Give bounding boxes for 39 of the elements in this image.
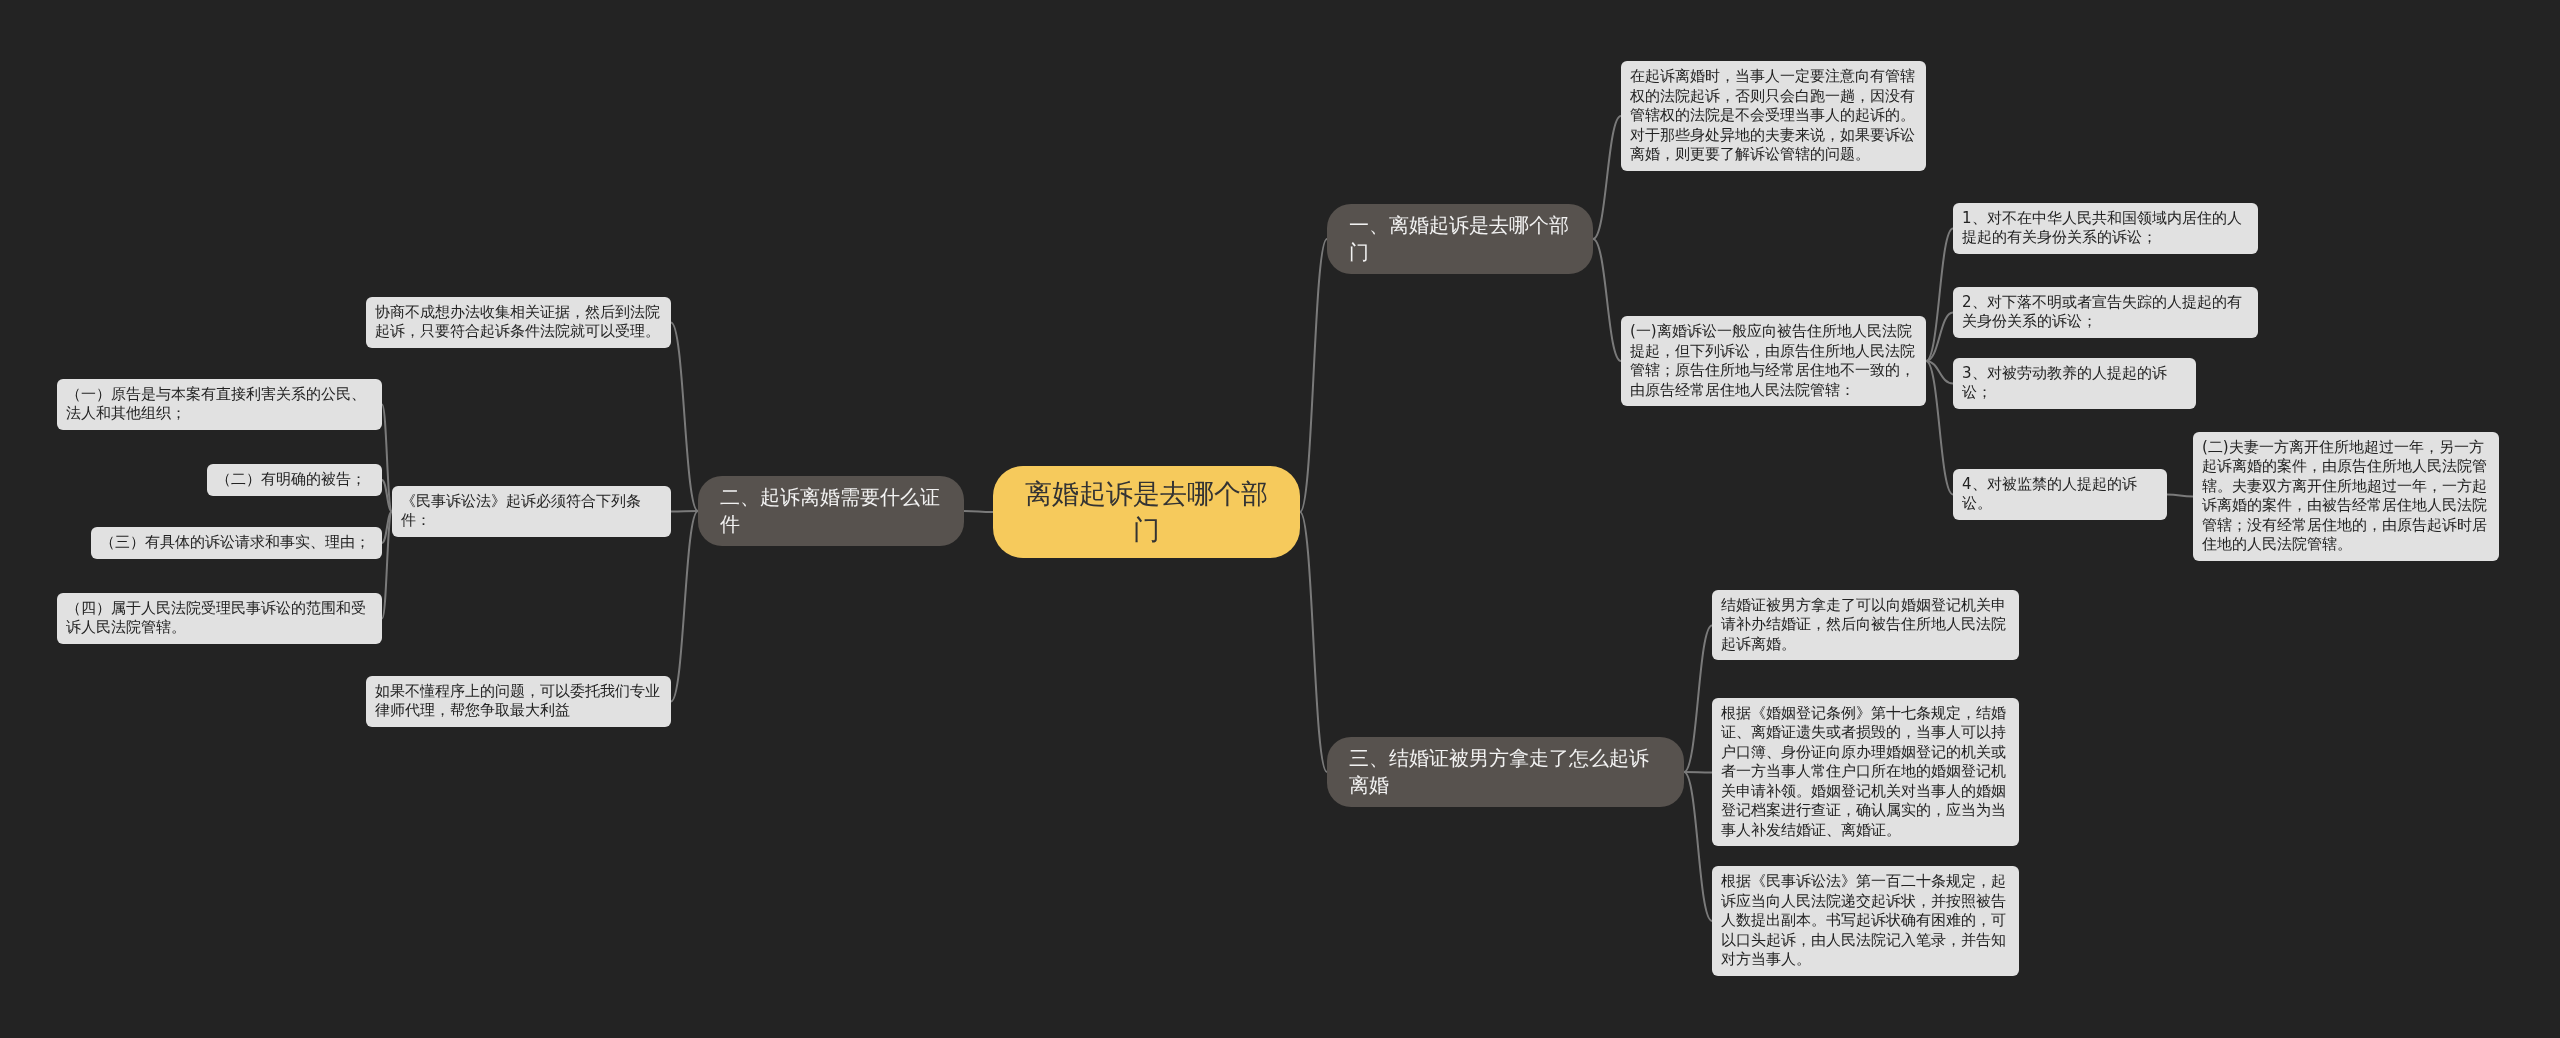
topic-box: 一、离婚起诉是去哪个部门 [1327, 204, 1593, 274]
connector-line [670, 321, 699, 512]
connector-line [2166, 493, 2194, 498]
connector-line [1925, 227, 1954, 362]
text-box: 根据《婚姻登记条例》第十七条规定，结婚证、离婚证遗失或者损毁的，当事人可以持户口簿、身份证向原办理婚姻登记的机关或者一方当事人常住户口所在地的婚姻登记机关申请补领。婚姻登记机关对当事人的婚姻登记档案进行查证，确认属实的，应当为当事人补发结婚证、离婚证。 [1712, 697, 2019, 846]
connector-line [670, 510, 699, 703]
text-box: 《民事诉讼法》起诉必须符合下列条件： [392, 485, 671, 537]
connector-line [1683, 624, 1713, 773]
text-box: 根据《民事诉讼法》第一百二十条规定，起诉应当向人民法院递交起诉状，并按照被告人数提出副本。书写起诉状确有困难的，可以口头起诉，由人民法院记入笔录，并告知对方当事人。 [1712, 866, 2019, 976]
text-box: 结婚证被男方拿走了可以向婚姻登记机关申请补办结婚证，然后向被告住所地人民法院起诉离婚。 [1712, 589, 2019, 660]
text-box: 2、对下落不明或者宣告失踪的人提起的有关身份关系的诉讼； [1953, 286, 2258, 338]
text-box: 在起诉离婚时，当事人一定要注意向有管辖权的法院起诉，否则只会白跑一趟，因没有管辖权的法院是不会受理当事人的起诉的。对于那些身处异地的夫妻来说，如果要诉讼离婚，则更要了解诉讼管辖的问题。 [1621, 61, 1926, 171]
text-box: （四）属于人民法院受理民事诉讼的范围和受诉人民法院管辖。 [57, 592, 382, 644]
connector-line [1925, 360, 1954, 385]
topic-box: 二、起诉离婚需要什么证件 [698, 476, 964, 546]
connector-line [381, 510, 393, 544]
connector-line [381, 479, 393, 513]
connector-line [1299, 511, 1328, 773]
connector-line [1592, 115, 1622, 240]
connector-line [1925, 311, 1954, 362]
connector-line [1683, 771, 1713, 774]
connector-line [670, 510, 699, 513]
text-box: （三）有具体的诉讼请求和事实、理由； [91, 527, 382, 559]
text-box: (二)夫妻一方离开住所地超过一年，另一方起诉离婚的案件，由原告住所地人民法院管辖。夫妻双方离开住所地超过一年，一方起诉离婚的案件，由被告经常居住地人民法院管辖；没有经常居住地的，由原告起诉时居住地的人民法院管辖。 [2193, 431, 2499, 561]
text-box: （二）有明确的被告； [207, 464, 382, 496]
text-box: 如果不懂程序上的问题，可以委托我们专业律师代理，帮您争取最大利益 [366, 675, 671, 727]
connector-line [1683, 771, 1713, 922]
connector-line [1299, 238, 1328, 513]
text-box: 4、对被监禁的人提起的诉讼。 [1953, 468, 2167, 520]
connector-line [1925, 360, 1954, 496]
text-box: 3、对被劳动教养的人提起的诉讼； [1953, 357, 2196, 409]
connector-line [963, 510, 994, 513]
text-box: 1、对不在中华人民共和国领域内居住的人提起的有关身份关系的诉讼； [1953, 202, 2258, 254]
text-box: （一）原告是与本案有直接利害关系的公民、法人和其他组织； [57, 378, 382, 430]
text-box: (一)离婚诉讼一般应向被告住所地人民法院提起，但下列诉讼，由原告住所地人民法院管辖；原告住所地与经常居住地不一致的，由原告经常居住地人民法院管辖： [1621, 316, 1926, 406]
text-box: 协商不成想办法收集相关证据，然后到法院起诉，只要符合起诉条件法院就可以受理。 [366, 296, 671, 348]
central-topic: 离婚起诉是去哪个部门 [993, 466, 1300, 558]
connector-line [1592, 238, 1622, 362]
topic-box: 三、结婚证被男方拿走了怎么起诉离婚 [1327, 737, 1684, 807]
